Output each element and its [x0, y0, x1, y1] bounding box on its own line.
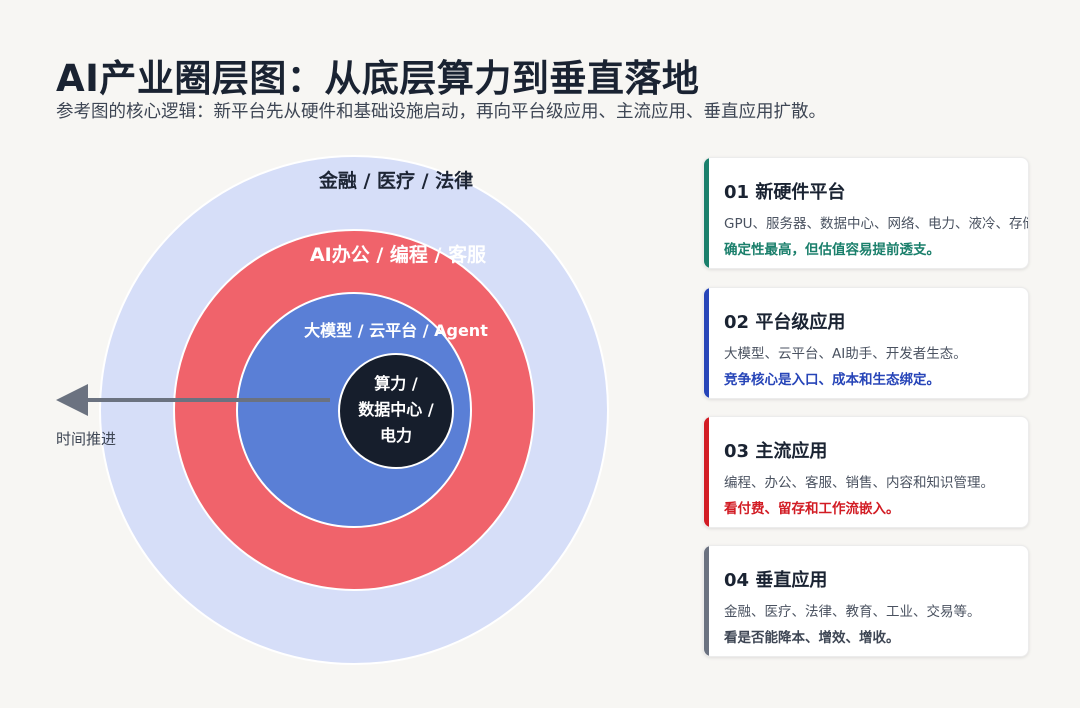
- industry-circle-diagram: 金融 / 医疗 / 法律 AI办公 / 编程 / 客服 大模型 / 云平台 / …: [56, 155, 609, 665]
- card-note: 确定性最高，但估值容易提前透支。: [724, 242, 940, 258]
- core-label-line-1: 算力 /: [374, 374, 418, 393]
- card-accent-bar: [704, 288, 709, 398]
- page-subtitle: 参考图的核心逻辑：新平台先从硬件和基础设施启动，再向平台级应用、主流应用、垂直应…: [56, 102, 826, 122]
- page-title: AI产业圈层图：从底层算力到垂直落地: [56, 57, 700, 100]
- core-label-line-3: 电力: [380, 426, 412, 445]
- ring-label-mainstream: AI办公 / 编程 / 客服: [310, 243, 487, 266]
- card-note: 竞争核心是入口、成本和生态绑定。: [724, 372, 940, 388]
- card-description: GPU、服务器、数据中心、网络、电力、液冷、存储。: [724, 216, 1029, 232]
- ring-label-vertical: 金融 / 医疗 / 法律: [318, 169, 473, 192]
- card-new-hardware: 01 新硬件平台 GPU、服务器、数据中心、网络、电力、液冷、存储。 确定性最高…: [703, 157, 1029, 269]
- card-title: 03 主流应用: [724, 441, 828, 462]
- card-mainstream-apps: 03 主流应用 编程、办公、客服、销售、内容和知识管理。 看付费、留存和工作流嵌…: [703, 416, 1029, 528]
- time-arrow-label: 时间推进: [56, 430, 116, 448]
- card-description: 金融、医疗、法律、教育、工业、交易等。: [724, 604, 981, 620]
- card-vertical-apps: 04 垂直应用 金融、医疗、法律、教育、工业、交易等。 看是否能降本、增效、增收…: [703, 545, 1029, 657]
- card-platform-apps: 02 平台级应用 大模型、云平台、AI助手、开发者生态。 竞争核心是入口、成本和…: [703, 287, 1029, 399]
- card-description: 大模型、云平台、AI助手、开发者生态。: [724, 346, 967, 362]
- card-title: 01 新硬件平台: [724, 182, 846, 203]
- card-accent-bar: [704, 158, 709, 268]
- ring-label-platform: 大模型 / 云平台 / Agent: [304, 321, 488, 340]
- core-hardware: [338, 353, 454, 469]
- card-title: 02 平台级应用: [724, 312, 846, 333]
- time-arrow-head: [56, 384, 88, 416]
- card-title: 04 垂直应用: [724, 570, 828, 591]
- core-label-line-2: 数据中心 /: [358, 400, 434, 419]
- card-accent-bar: [704, 546, 709, 656]
- card-accent-bar: [704, 417, 709, 527]
- card-note: 看付费、留存和工作流嵌入。: [724, 501, 900, 517]
- card-note: 看是否能降本、增效、增收。: [724, 630, 900, 646]
- card-description: 编程、办公、客服、销售、内容和知识管理。: [724, 475, 994, 491]
